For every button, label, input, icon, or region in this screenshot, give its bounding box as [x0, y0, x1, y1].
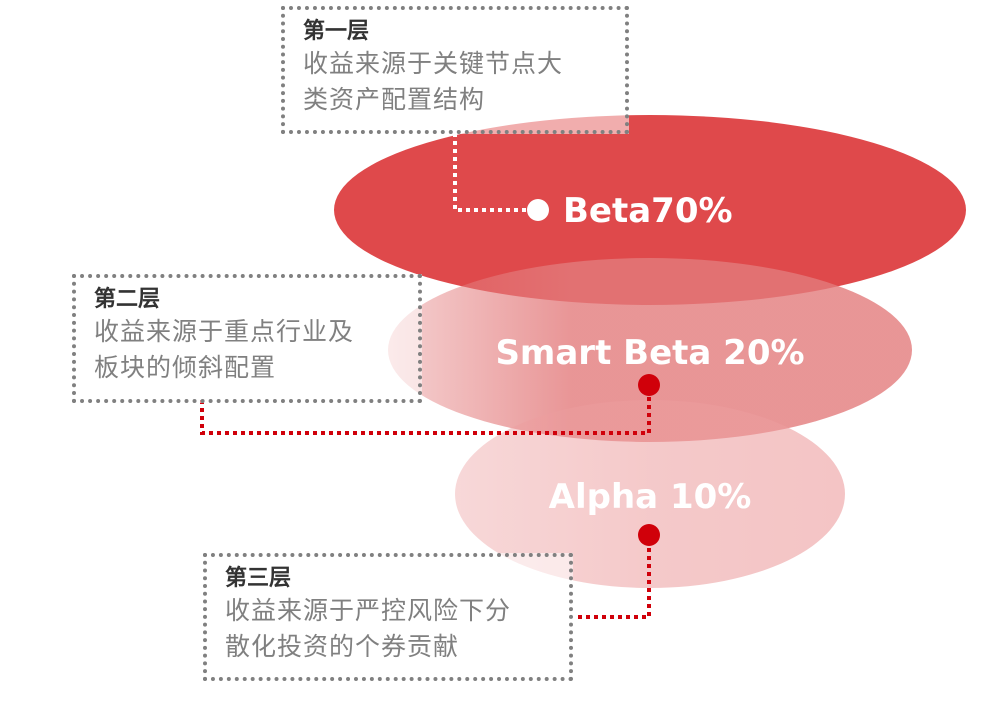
layer1-callout: 第一层 收益来源于关键节点大 类资产配置结构: [281, 6, 629, 134]
beta-label: Beta70%: [563, 191, 733, 231]
layer2-title: 第二层: [94, 287, 161, 312]
smart-beta-label: Smart Beta 20%: [495, 333, 804, 373]
beta-ellipse: [334, 115, 966, 305]
alpha-label: Alpha 10%: [549, 477, 752, 517]
connector-layer1: [453, 133, 526, 212]
layer3-desc-line2: 散化投资的个券贡献: [225, 632, 460, 661]
connector-layer3: [576, 540, 651, 619]
layer2-desc-line1: 收益来源于重点行业及: [94, 317, 355, 346]
dot-layer2: [638, 374, 660, 396]
layer2-callout: 第二层 收益来源于重点行业及 板块的倾斜配置: [72, 274, 422, 403]
layer1-desc-line1: 收益来源于关键节点大: [303, 49, 564, 78]
layer3-callout: 第三层 收益来源于严控风险下分 散化投资的个券贡献: [203, 553, 573, 681]
connector-layer2: [200, 390, 651, 435]
layer1-title: 第一层: [303, 19, 370, 44]
layer2-desc-line2: 板块的倾斜配置: [94, 353, 277, 382]
layer1-desc-line2: 类资产配置结构: [303, 85, 486, 114]
dot-layer3: [638, 524, 660, 546]
smart-beta-ellipse: [388, 258, 912, 442]
alpha-ellipse: [455, 400, 845, 588]
layer3-desc-line1: 收益来源于严控风险下分: [225, 596, 512, 625]
layer3-title: 第三层: [225, 566, 292, 591]
dot-layer1: [527, 199, 549, 221]
